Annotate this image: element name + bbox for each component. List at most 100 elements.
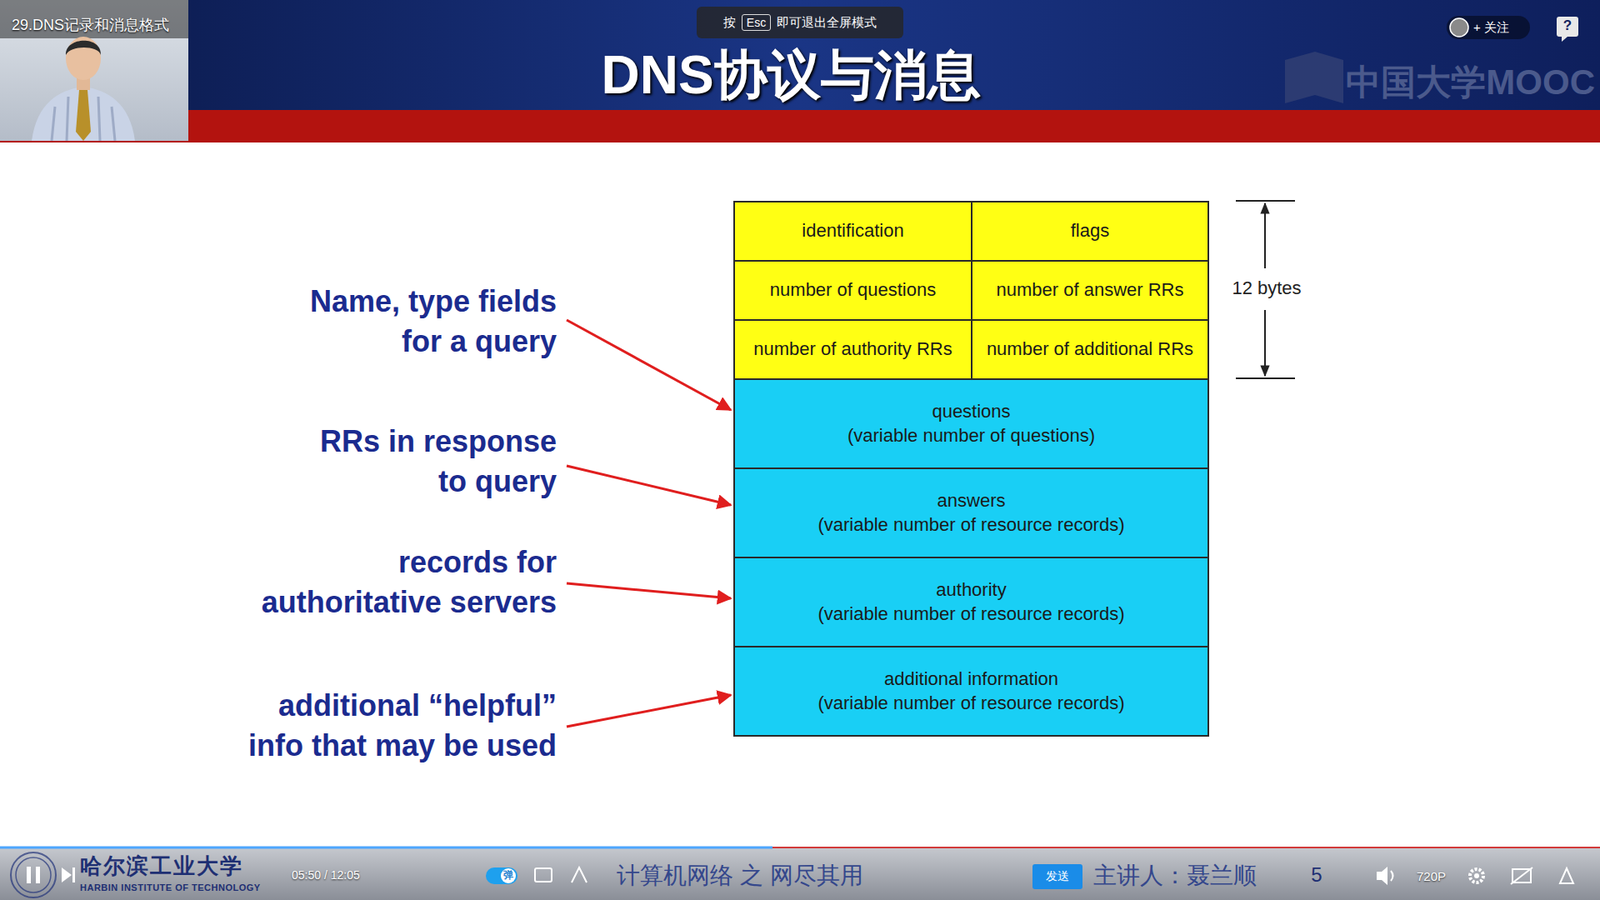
label-slot: 主讲人：聂兰顺 bbox=[1093, 861, 1257, 890]
quality-label: 720P bbox=[1416, 869, 1446, 885]
header-field: identification bbox=[733, 200, 973, 262]
hint-text: 按 bbox=[723, 15, 736, 30]
callout-leaders bbox=[566, 320, 731, 727]
label-slot: Esc bbox=[741, 14, 771, 32]
progress-track bbox=[0, 846, 1600, 849]
lecturer-head bbox=[65, 36, 101, 80]
danmaku-settings-icon bbox=[535, 868, 552, 882]
volume-icon bbox=[1376, 866, 1388, 885]
video-thumbnail bbox=[0, 0, 189, 141]
play-time: 05:50 / 12:05 bbox=[291, 868, 360, 883]
font-icon bbox=[571, 867, 587, 883]
lecturer-watermark: 主讲人：聂兰顺 bbox=[1093, 861, 1257, 890]
callout-text: additional “helpful” info that may be us… bbox=[235, 685, 557, 766]
danmaku-toggle bbox=[485, 867, 518, 885]
mooc-logo bbox=[1285, 51, 1344, 104]
key-cap: Esc bbox=[741, 14, 771, 32]
help-icon-tail bbox=[1561, 36, 1568, 42]
player-bar bbox=[0, 846, 1600, 900]
field-name: flags bbox=[1070, 219, 1110, 244]
label-slot: 按 bbox=[723, 15, 736, 30]
volume-wave bbox=[1390, 870, 1394, 881]
header-field: number of authority RRs bbox=[733, 319, 973, 380]
next-icon bbox=[61, 867, 72, 883]
fullscreen-hint: 按 Esc 即可退出全屏模式 bbox=[696, 6, 904, 39]
label-slot: 中国大学MOOC bbox=[1345, 61, 1595, 104]
title-slot: DNS协议与消息 bbox=[600, 45, 980, 105]
danmaku-count: 5 bbox=[1310, 863, 1322, 888]
header-field: number of questions bbox=[733, 260, 973, 321]
toggle-label: 弹 bbox=[503, 869, 514, 881]
label-slot: 29.DNS记录和消息格式 bbox=[11, 16, 170, 35]
label-slot: 720P bbox=[1416, 869, 1446, 885]
bracket-tick bbox=[1235, 200, 1295, 202]
thumbnail-shade bbox=[0, 0, 189, 39]
callout-text: RRs in response to query bbox=[302, 421, 557, 502]
help-mark: ? bbox=[1563, 17, 1572, 35]
label-slot: records for authoritative servers bbox=[240, 542, 557, 623]
leader-arrow bbox=[566, 465, 731, 505]
field-name: number of authority RRs bbox=[753, 337, 952, 362]
field-name: additional information bbox=[884, 667, 1059, 692]
label-slot: RRs in response to query bbox=[302, 421, 557, 502]
send-label: 发送 bbox=[1045, 869, 1070, 884]
field-name: questions bbox=[931, 400, 1010, 425]
label-slot: 12 bytes bbox=[1231, 277, 1301, 300]
settings-gear bbox=[1474, 873, 1480, 879]
slide-title: DNS协议与消息 bbox=[600, 45, 980, 105]
message-section: additional information(variable number o… bbox=[733, 645, 1210, 737]
toggle-knob bbox=[500, 868, 516, 884]
progress-played bbox=[0, 846, 773, 850]
watermark: 中国大学MOOC bbox=[1345, 61, 1595, 104]
label-slot: additional “helpful” info that may be us… bbox=[235, 685, 557, 766]
follow-button: + 关注 bbox=[1473, 20, 1510, 35]
fullscreen-icon bbox=[1560, 868, 1574, 884]
settings-gear bbox=[1470, 869, 1484, 883]
label-slot: HARBIN INSTITUTE OF TECHNOLOGY bbox=[80, 882, 261, 894]
field-note: (variable number of resource records) bbox=[817, 691, 1125, 716]
next-icon bbox=[72, 867, 75, 883]
callout-text: records for authoritative servers bbox=[240, 542, 557, 623]
header-field: flags bbox=[970, 200, 1210, 262]
field-note: (variable number of questions) bbox=[847, 424, 1095, 449]
leader-arrow bbox=[566, 320, 731, 410]
field-name: number of additional RRs bbox=[986, 337, 1194, 362]
message-section: answers(variable number of resource reco… bbox=[733, 467, 1210, 559]
lecturer-tie bbox=[75, 90, 91, 141]
send-button bbox=[1032, 864, 1083, 890]
pause-icon bbox=[26, 866, 31, 884]
field-name: answers bbox=[937, 489, 1006, 514]
label-slot: + 关注 bbox=[1473, 20, 1510, 35]
label-slot: ? bbox=[1563, 17, 1572, 35]
thumbnail-ground bbox=[0, 0, 189, 141]
player-ground bbox=[0, 846, 1600, 900]
university-emblem bbox=[15, 857, 51, 893]
bracket-arrow bbox=[1264, 203, 1266, 269]
university-name-en: HARBIN INSTITUTE OF TECHNOLOGY bbox=[80, 882, 261, 894]
window-icon bbox=[1510, 867, 1533, 885]
label-slot: 计算机网络 之 网尽其用 bbox=[616, 861, 864, 890]
lecturer-hair bbox=[65, 40, 101, 55]
header-field: number of additional RRs bbox=[970, 319, 1210, 380]
university-emblem bbox=[10, 852, 56, 898]
header-band bbox=[0, 0, 1600, 110]
callout-text: Name, type fields for a query bbox=[281, 281, 557, 362]
label-slot: 5 bbox=[1310, 863, 1322, 888]
label-slot: 弹 bbox=[503, 869, 514, 881]
field-name: number of answer RRs bbox=[996, 278, 1185, 303]
field-name: number of questions bbox=[770, 278, 936, 303]
avatar-icon bbox=[1450, 18, 1469, 37]
field-note: (variable number of resource records) bbox=[817, 602, 1125, 627]
lecturer-shirt bbox=[31, 86, 135, 141]
bracket-arrow bbox=[1264, 310, 1266, 376]
label-slot: 即可退出全屏模式 bbox=[776, 15, 877, 30]
university-name: 哈尔滨工业大学 bbox=[80, 853, 244, 880]
leader-arrow bbox=[566, 695, 731, 727]
header-stripe bbox=[0, 110, 1600, 143]
label-slot: 发送 bbox=[1045, 869, 1070, 884]
label-slot: 05:50 / 12:05 bbox=[291, 868, 360, 883]
course-watermark: 计算机网络 之 网尽其用 bbox=[616, 861, 864, 890]
message-section: authority(variable number of resource re… bbox=[733, 556, 1210, 648]
video-title: 29.DNS记录和消息格式 bbox=[11, 16, 170, 35]
